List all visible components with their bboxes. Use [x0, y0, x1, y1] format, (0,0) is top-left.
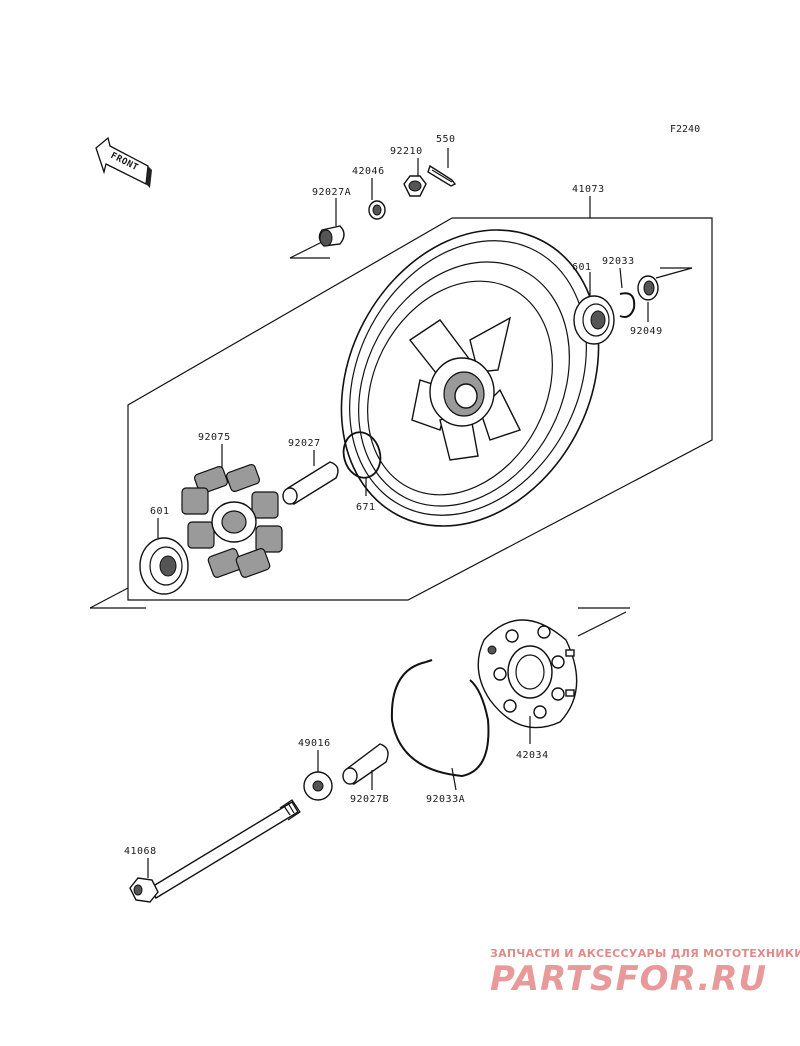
- label-42034: 42034: [516, 750, 549, 761]
- part-92033-circlip: [619, 267, 636, 318]
- label-671: 671: [356, 502, 376, 513]
- part-41073-wheel: [340, 196, 600, 527]
- label-92210: 92210: [390, 146, 423, 157]
- part-92027b-sleeve: [342, 743, 389, 790]
- label-92033a: 92033A: [426, 794, 465, 805]
- part-42034-coupling: [477, 619, 578, 744]
- label-550: 550: [436, 134, 456, 145]
- part-92027a-collar: [318, 198, 345, 247]
- assembly-frame: [89, 217, 713, 609]
- label-92027b: 92027B: [350, 794, 389, 805]
- label-601-right: 601: [572, 262, 592, 273]
- part-41068-axle: [129, 799, 301, 903]
- label-92027a: 92027A: [312, 187, 351, 198]
- part-550-cotter-pin: [427, 148, 457, 187]
- sprocket-guide-lines: [577, 607, 630, 637]
- part-92075-damper: [181, 444, 283, 578]
- label-92027: 92027: [288, 438, 321, 449]
- part-42046-collar: [368, 178, 386, 220]
- label-41073: 41073: [572, 184, 605, 195]
- watermark-tagline: ЗАПЧАСТИ И АКСЕССУАРЫ ДЛЯ МОТОТЕХНИКИ: [490, 947, 800, 960]
- label-92075: 92075: [198, 432, 231, 443]
- part-labels: 550 92210 42046 92027A 41073 601 92033 9…: [124, 134, 663, 857]
- label-49016: 49016: [298, 738, 331, 749]
- label-42046: 42046: [352, 166, 385, 177]
- label-601-left: 601: [150, 506, 170, 517]
- part-601-bearing-right: [573, 272, 615, 345]
- watermark-logo: PARTSFOR.RU: [490, 959, 768, 999]
- label-92049: 92049: [630, 326, 663, 337]
- front-arrow-icon: FRONT: [95, 136, 152, 188]
- part-92210-nut: [403, 158, 427, 197]
- part-92049-oil-seal: [637, 275, 659, 322]
- label-41068: 41068: [124, 846, 157, 857]
- part-601-bearing-left: [139, 518, 189, 595]
- label-92033: 92033: [602, 256, 635, 267]
- part-92033a-circlip: [390, 659, 490, 791]
- figure-code: F2240: [670, 124, 701, 135]
- part-671-o-ring: [342, 431, 382, 496]
- part-49016-washer: [303, 750, 333, 801]
- part-92027-sleeve: [282, 450, 339, 505]
